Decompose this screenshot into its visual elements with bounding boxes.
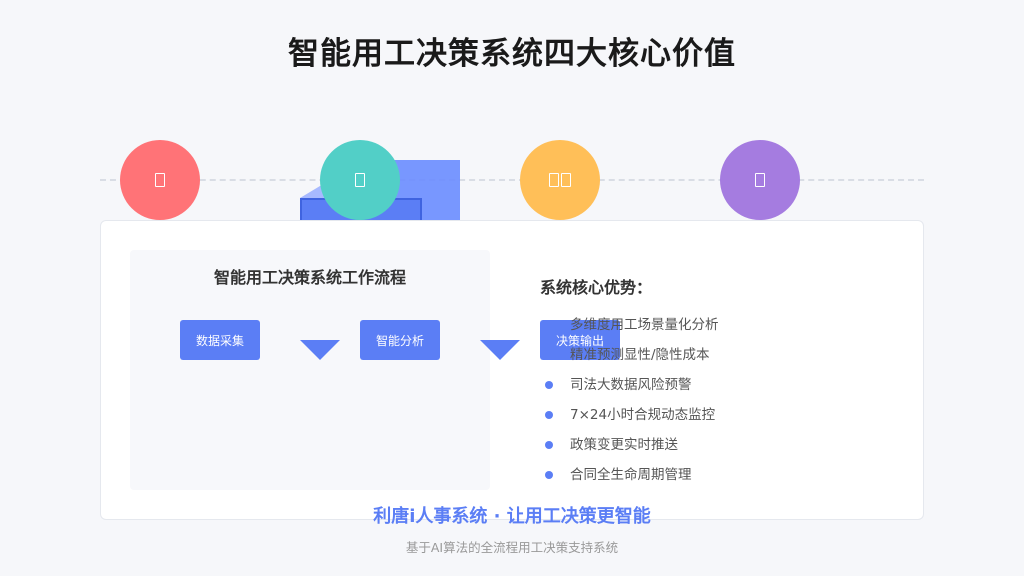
arrow-down-icon — [480, 340, 520, 360]
workflow-step-analysis: 智能分析 — [360, 320, 440, 360]
documents-icon — [549, 173, 571, 187]
workflow-step-data-collection: 数据采集 — [180, 320, 260, 360]
workflow-panel — [130, 250, 490, 490]
bullet-icon — [545, 381, 553, 389]
page-title: 智能用工决策系统四大核心价值 — [288, 36, 736, 72]
list-item: 精准预测显性/隐性成本 — [570, 347, 710, 363]
value-circle-2 — [320, 140, 400, 220]
list-item: 合同全生命周期管理 — [540, 465, 719, 495]
document-icon — [755, 173, 765, 187]
arrow-down-icon — [300, 340, 340, 360]
value-circle-1 — [120, 140, 200, 220]
list-item: 司法大数据风险预警 — [540, 375, 719, 405]
document-icon — [155, 173, 165, 187]
subtitle: 基于AI算法的全流程用工决策支持系统 — [405, 540, 619, 555]
bullet-icon — [545, 441, 553, 449]
value-circle-3 — [520, 140, 600, 220]
advantages-title: 系统核心优势： — [540, 278, 653, 297]
advantages-list: 多维度用工场景量化分析 精准预测显性/隐性成本 司法大数据风险预警 7×24小时… — [540, 315, 719, 495]
brand-tagline: 利唐i人事系统 · 让用工决策更智能 — [373, 506, 651, 527]
bullet-icon — [545, 471, 553, 479]
document-icon — [355, 173, 365, 187]
list-item: 7×24小时合规动态监控 — [540, 405, 719, 435]
workflow-step-output: 决策输出 — [540, 320, 620, 360]
list-item: 多维度用工场景量化分析 — [570, 317, 719, 333]
list-item: 政策变更实时推送 — [540, 435, 719, 465]
workflow-title: 智能用工决策系统工作流程 — [213, 268, 406, 287]
bullet-icon — [545, 411, 553, 419]
dashed-divider — [100, 179, 924, 181]
value-circle-4 — [720, 140, 800, 220]
